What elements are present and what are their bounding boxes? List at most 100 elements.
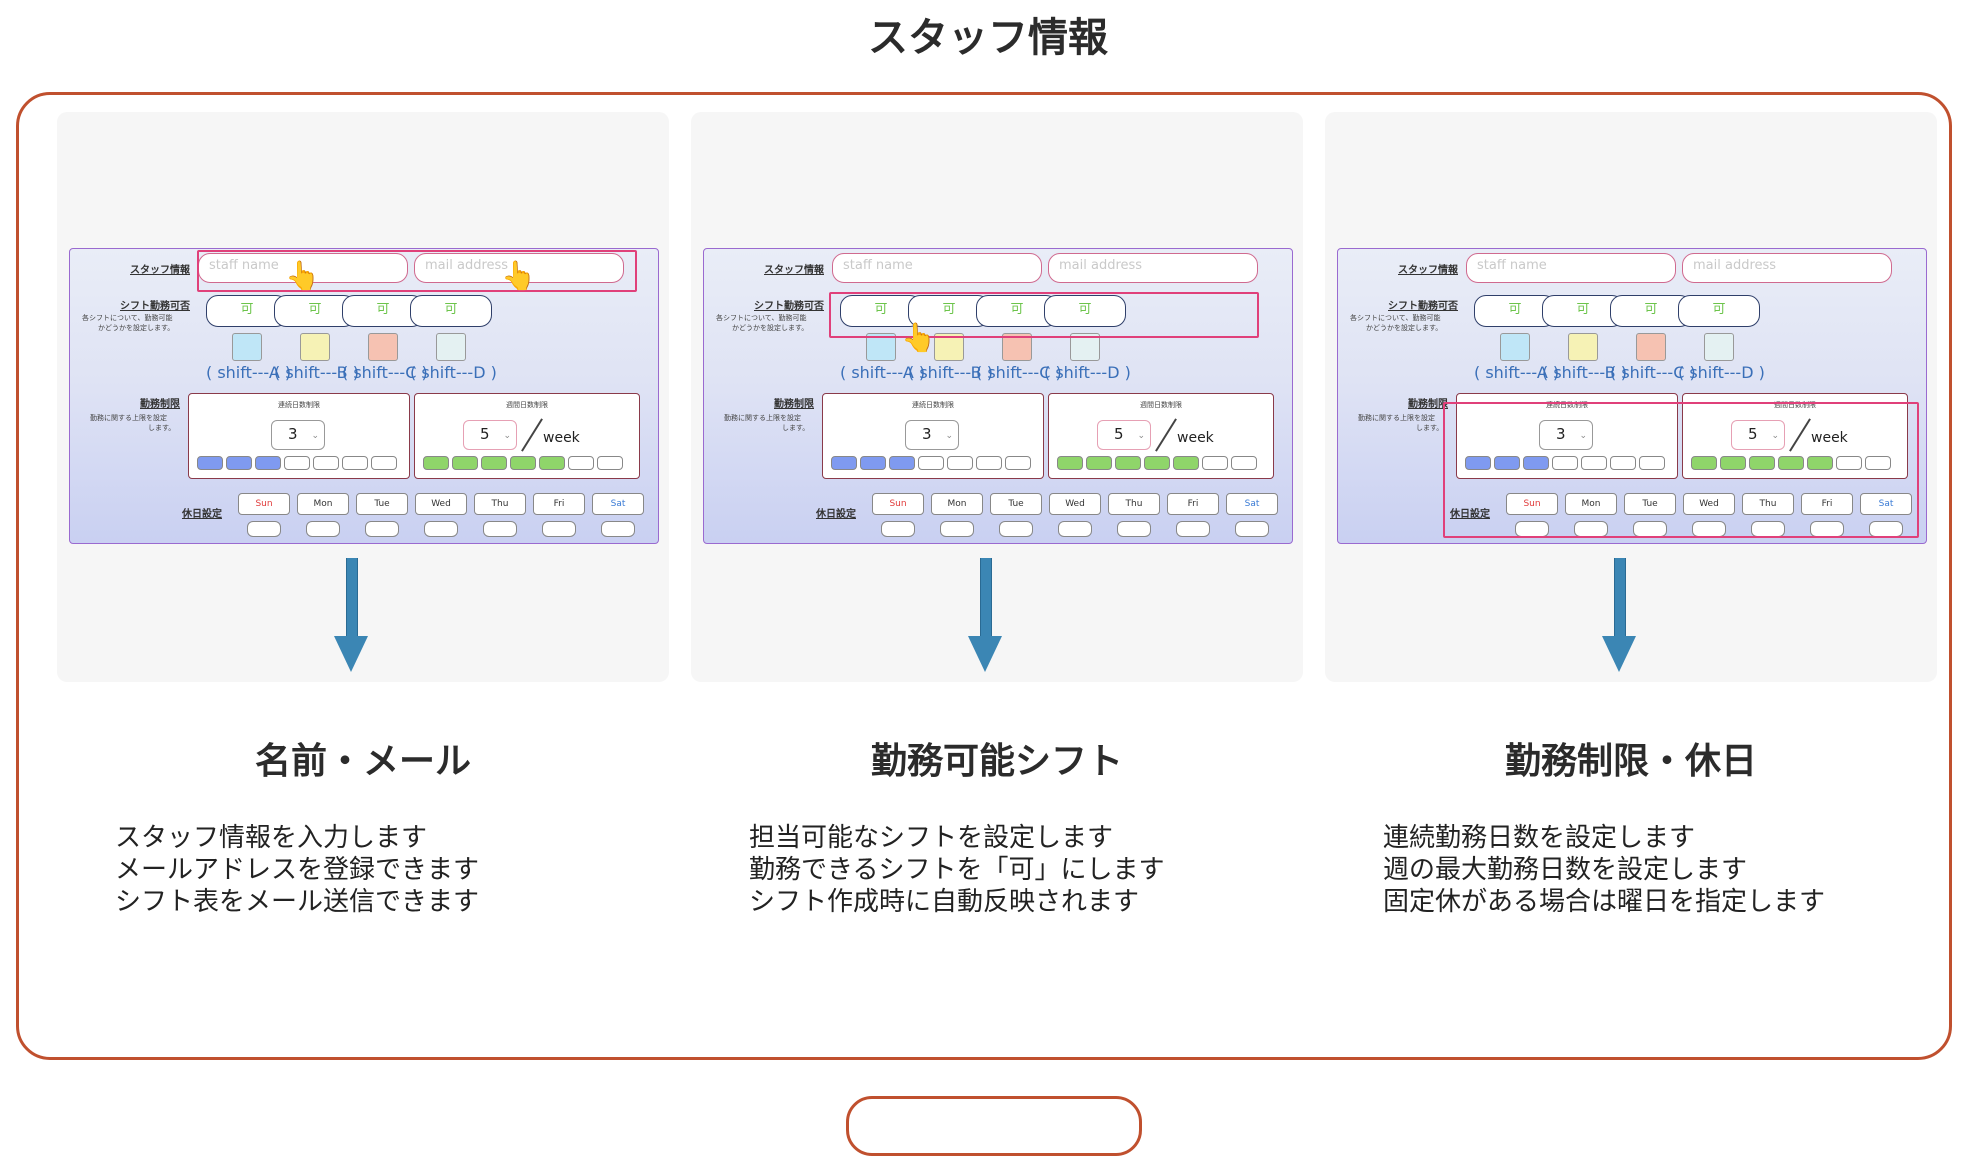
shift-color-swatch — [300, 333, 330, 361]
day-count-pip[interactable] — [1778, 456, 1804, 470]
holiday-checkbox[interactable] — [1058, 521, 1092, 537]
holiday-checkbox[interactable] — [483, 521, 517, 537]
shift-available-button-4[interactable]: 可 — [1678, 295, 1760, 327]
weekly-days-value: 5 — [1748, 425, 1758, 443]
consecutive-days-select[interactable]: 3⌄ — [905, 420, 959, 450]
holiday-checkbox[interactable] — [365, 521, 399, 537]
day-count-pip[interactable] — [342, 456, 368, 470]
holiday-checkbox[interactable] — [881, 521, 915, 537]
day-count-pip[interactable] — [1494, 456, 1520, 470]
day-count-pip[interactable] — [1610, 456, 1636, 470]
weekly-days-pips — [1057, 456, 1257, 470]
day-count-pip[interactable] — [889, 456, 915, 470]
holiday-checkbox[interactable] — [601, 521, 635, 537]
holiday-checkbox[interactable] — [999, 521, 1033, 537]
day-count-pip[interactable] — [255, 456, 281, 470]
next-section-tab[interactable] — [846, 1096, 1142, 1156]
weekly-days-select[interactable]: 5⌄ — [1731, 420, 1785, 450]
screenshot-panel: スタッフ情報 staff name mail address シフト勤務可否 各… — [57, 112, 669, 682]
day-count-pip[interactable] — [1807, 456, 1833, 470]
consecutive-days-select[interactable]: 3⌄ — [1539, 420, 1593, 450]
staff-name-input[interactable]: staff name — [1466, 253, 1676, 283]
day-count-pip[interactable] — [918, 456, 944, 470]
chevron-down-icon: ⌄ — [1137, 431, 1145, 441]
day-count-pip[interactable] — [1173, 456, 1199, 470]
staff-info-label: スタッフ情報 — [764, 265, 824, 276]
day-count-pip[interactable] — [284, 456, 310, 470]
day-count-pip[interactable] — [197, 456, 223, 470]
day-count-pip[interactable] — [539, 456, 565, 470]
shift-name-label: ( shift---D ) — [1044, 363, 1131, 382]
weekday-header-tue: Tue — [1624, 493, 1676, 515]
day-count-pip[interactable] — [1057, 456, 1083, 470]
day-count-pip[interactable] — [371, 456, 397, 470]
holiday-checkbox[interactable] — [1117, 521, 1151, 537]
mail-address-input[interactable]: mail address — [1048, 253, 1258, 283]
day-count-pip[interactable] — [1465, 456, 1491, 470]
staff-name-input[interactable]: staff name — [198, 253, 408, 283]
day-count-pip[interactable] — [313, 456, 339, 470]
day-count-pip[interactable] — [1749, 456, 1775, 470]
holiday-checkbox[interactable] — [247, 521, 281, 537]
day-count-pip[interactable] — [1086, 456, 1112, 470]
shift-available-button-4[interactable]: 可 — [1044, 295, 1126, 327]
day-count-pip[interactable] — [1836, 456, 1862, 470]
mail-address-input[interactable]: mail address — [414, 253, 624, 283]
day-count-pip[interactable] — [1639, 456, 1665, 470]
consecutive-days-select[interactable]: 3⌄ — [271, 420, 325, 450]
day-count-pip[interactable] — [1115, 456, 1141, 470]
limit-sub-text-2: します。 — [148, 424, 176, 432]
mail-address-input[interactable]: mail address — [1682, 253, 1892, 283]
shift-name-label: ( shift---A ) — [840, 363, 926, 382]
chevron-down-icon: ⌄ — [311, 431, 319, 441]
consecutive-days-pips — [1465, 456, 1665, 470]
day-count-pip[interactable] — [481, 456, 507, 470]
holiday-checkbox[interactable] — [1176, 521, 1210, 537]
day-count-pip[interactable] — [510, 456, 536, 470]
weekday-header-wed: Wed — [415, 493, 467, 515]
day-count-pip[interactable] — [1691, 456, 1717, 470]
step-description: 連続勤務日数を設定します週の最大勤務日数を設定します固定休がある場合は曜日を指定… — [1383, 822, 1825, 918]
description-line: 勤務できるシフトを「可」にします — [749, 855, 1165, 885]
day-count-pip[interactable] — [1231, 456, 1257, 470]
weekly-days-select[interactable]: 5⌄ — [1097, 420, 1151, 450]
chevron-down-icon: ⌄ — [1579, 431, 1587, 441]
day-count-pip[interactable] — [1552, 456, 1578, 470]
day-count-pip[interactable] — [831, 456, 857, 470]
step-description: スタッフ情報を入力しますメールアドレスを登録できますシフト表をメール送信できます — [115, 822, 479, 918]
shift-name-label: ( shift---D ) — [1678, 363, 1765, 382]
shift-available-button-3[interactable]: 可 — [1610, 295, 1692, 327]
day-count-pip[interactable] — [1005, 456, 1031, 470]
holiday-checkbox[interactable] — [940, 521, 974, 537]
day-count-pip[interactable] — [226, 456, 252, 470]
holiday-checkbox[interactable] — [1235, 521, 1269, 537]
holiday-checkbox[interactable] — [424, 521, 458, 537]
weekday-header-thu: Thu — [1742, 493, 1794, 515]
description-line: 週の最大勤務日数を設定します — [1383, 855, 1748, 885]
day-count-pip[interactable] — [423, 456, 449, 470]
holiday-checkbox[interactable] — [306, 521, 340, 537]
shift-available-button-4[interactable]: 可 — [410, 295, 492, 327]
day-count-pip[interactable] — [597, 456, 623, 470]
weekday-header-tue: Tue — [356, 493, 408, 515]
staff-name-input[interactable]: staff name — [832, 253, 1042, 283]
holiday-checkbox[interactable] — [542, 521, 576, 537]
day-count-pip[interactable] — [976, 456, 1002, 470]
day-count-pip[interactable] — [1720, 456, 1746, 470]
day-count-pip[interactable] — [1202, 456, 1228, 470]
screenshot-panel: スタッフ情報 staff name mail address シフト勤務可否 各… — [691, 112, 1303, 682]
weekday-header-fri: Fri — [533, 493, 585, 515]
day-count-pip[interactable] — [452, 456, 478, 470]
shift-available-button-1[interactable]: 可 — [206, 295, 288, 327]
day-count-pip[interactable] — [568, 456, 594, 470]
day-count-pip[interactable] — [1581, 456, 1607, 470]
day-count-pip[interactable] — [1523, 456, 1549, 470]
weekly-days-select[interactable]: 5⌄ — [463, 420, 517, 450]
limit-sub-text: 勤務に関する上限を設定 — [90, 414, 167, 422]
limit-sub-text-2: します。 — [782, 424, 810, 432]
day-count-pip[interactable] — [947, 456, 973, 470]
day-count-pip[interactable] — [1865, 456, 1891, 470]
day-count-pip[interactable] — [860, 456, 886, 470]
day-count-pip[interactable] — [1144, 456, 1170, 470]
week-unit: week — [543, 430, 580, 446]
